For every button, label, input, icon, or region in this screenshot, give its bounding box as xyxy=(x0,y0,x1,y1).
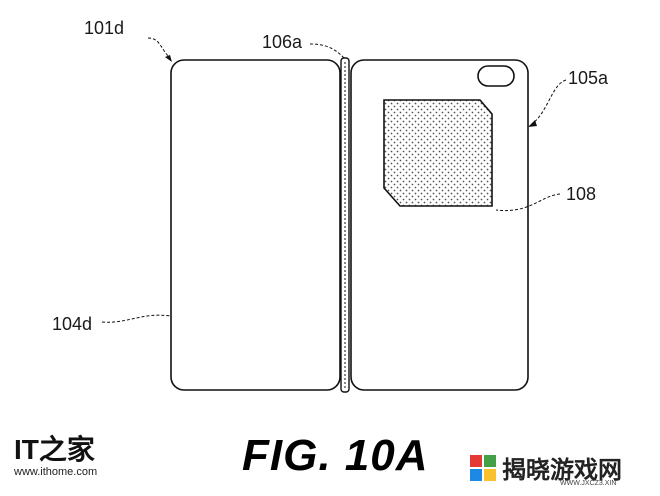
label-105a: 105a xyxy=(568,68,609,88)
ithome-logo: IT之家 xyxy=(14,434,95,465)
leader-105a xyxy=(531,79,567,125)
camera-icon xyxy=(477,65,515,87)
watermark-site: 揭晓游戏网 xyxy=(470,450,622,485)
leader-104d xyxy=(101,314,171,323)
site-url: WWW.JXCZ3.XIN xyxy=(560,480,617,487)
label-104d: 104d xyxy=(52,314,92,334)
label-101d: 101d xyxy=(84,18,124,38)
site-name: 揭晓游戏网 xyxy=(502,456,622,484)
watermark-ithome: IT之家 www.ithome.com xyxy=(14,434,98,479)
right-panel xyxy=(350,59,529,391)
site-logo-icon xyxy=(470,454,496,481)
sensor-region xyxy=(383,99,493,207)
leader-108 xyxy=(495,193,561,212)
leader-101d xyxy=(147,37,171,59)
left-panel xyxy=(170,59,341,391)
arrowhead-105a xyxy=(528,120,537,127)
arrowhead-101d xyxy=(165,55,172,62)
hinge xyxy=(340,57,350,393)
label-106a: 106a xyxy=(262,32,303,52)
figure-caption: FIG. 10A xyxy=(242,431,429,480)
leader-106a xyxy=(309,43,345,59)
ithome-url: www.ithome.com xyxy=(14,466,98,478)
label-108: 108 xyxy=(566,184,596,204)
